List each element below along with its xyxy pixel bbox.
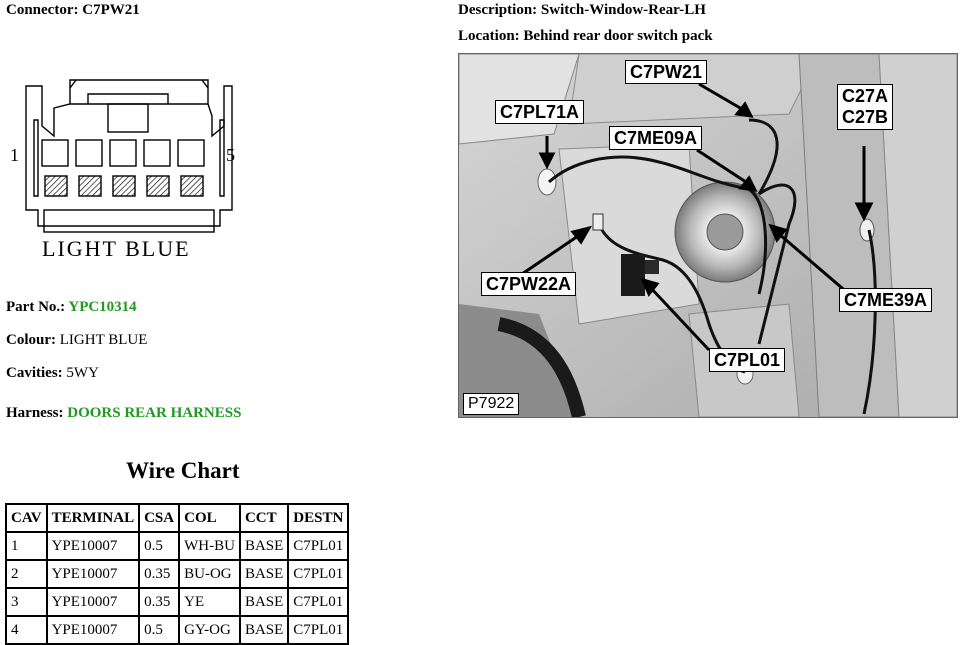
table-cell: BU-OG bbox=[178, 559, 241, 589]
table-cell: YPE10007 bbox=[45, 615, 141, 645]
harness-label: Harness: bbox=[6, 405, 64, 421]
description-value: Switch-Window-Rear-LH bbox=[540, 2, 706, 18]
callout-c27b: C27B bbox=[842, 107, 889, 127]
table-cell: YPE10007 bbox=[45, 559, 141, 589]
table-cell: GY-OG bbox=[178, 615, 241, 645]
cavity-4 bbox=[143, 139, 171, 167]
cavities-value: 5WY bbox=[66, 365, 99, 381]
table-cell: C7PL01 bbox=[287, 559, 350, 589]
location-photo: C7PW21 C7PL71A C7ME09A C27A C27B C7PW22A… bbox=[458, 53, 958, 418]
cavity-1 bbox=[41, 139, 69, 167]
photo-id-label: P7922 bbox=[463, 393, 520, 415]
location-heading: Location: Behind rear door switch pack bbox=[458, 28, 713, 45]
column-header-terminal: TERMINAL bbox=[45, 503, 141, 533]
cavity-3 bbox=[109, 139, 137, 167]
description-heading: Description: Switch-Window-Rear-LH bbox=[458, 2, 706, 19]
part-no-row: Part No.: YPC10314 bbox=[6, 299, 137, 316]
terminal-row-lower bbox=[44, 175, 204, 197]
table-cell: 0.5 bbox=[138, 615, 181, 645]
table-cell: BASE bbox=[238, 587, 290, 617]
table-cell: C7PL01 bbox=[287, 615, 350, 645]
table-cell: BASE bbox=[238, 559, 290, 589]
callout-c7me09a: C7ME09A bbox=[609, 126, 703, 150]
part-no-label: Part No.: bbox=[6, 299, 66, 315]
cavities-row: Cavities: 5WY bbox=[6, 365, 99, 382]
table-cell: 2 bbox=[5, 559, 48, 589]
pin-1-label: 1 bbox=[10, 145, 19, 165]
callout-c7pl01: C7PL01 bbox=[709, 348, 786, 372]
location-value: Behind rear door switch pack bbox=[523, 28, 713, 44]
table-cell: YE bbox=[178, 587, 241, 617]
description-label: Description: bbox=[458, 2, 538, 18]
cavity-5 bbox=[177, 139, 205, 167]
connector-label: Connector: bbox=[6, 2, 79, 18]
table-cell: C7PL01 bbox=[287, 587, 350, 617]
column-header-cct: CCT bbox=[238, 503, 290, 533]
connector-heading: Connector: C7PW21 bbox=[6, 2, 140, 19]
column-header-csa: CSA bbox=[138, 503, 181, 533]
column-header-col: COL bbox=[178, 503, 241, 533]
callout-c7pl71a: C7PL71A bbox=[495, 100, 585, 124]
column-header-destn: DESTN bbox=[287, 503, 350, 533]
colour-label: Colour: bbox=[6, 332, 56, 348]
table-cell: C7PL01 bbox=[287, 531, 350, 561]
table-cell: 0.5 bbox=[138, 531, 181, 561]
column-header-cav: CAV bbox=[5, 503, 48, 533]
table-cell: BASE bbox=[238, 531, 290, 561]
connector-face-diagram: 1 5 LIGHT BLUE bbox=[10, 79, 235, 261]
part-no-link[interactable]: YPC10314 bbox=[68, 299, 137, 315]
connector-value: C7PW21 bbox=[82, 2, 140, 18]
wire-chart-title: Wire Chart bbox=[126, 458, 240, 483]
cavity-2 bbox=[75, 139, 103, 167]
callout-c7pw21: C7PW21 bbox=[625, 60, 708, 84]
terminal-row-upper bbox=[41, 139, 205, 167]
table-cell: YPE10007 bbox=[45, 531, 141, 561]
pin-5-label: 5 bbox=[226, 145, 235, 165]
callout-c7me39a: C7ME39A bbox=[839, 288, 933, 312]
table-cell: 0.35 bbox=[138, 559, 181, 589]
cavities-label: Cavities: bbox=[6, 365, 63, 381]
location-label: Location: bbox=[458, 28, 520, 44]
callout-c7pw22a: C7PW22A bbox=[481, 272, 577, 296]
harness-link[interactable]: DOORS REAR HARNESS bbox=[67, 405, 242, 421]
colour-value: LIGHT BLUE bbox=[59, 332, 148, 348]
callout-c27a-c27b: C27A C27B bbox=[837, 84, 894, 130]
table-cell: 0.35 bbox=[138, 587, 181, 617]
callout-c27a: C27A bbox=[842, 86, 889, 106]
table-cell: 1 bbox=[5, 531, 48, 561]
table-cell: YPE10007 bbox=[45, 587, 141, 617]
colour-row: Colour: LIGHT BLUE bbox=[6, 332, 147, 349]
harness-row: Harness: DOORS REAR HARNESS bbox=[6, 405, 241, 422]
table-cell: 4 bbox=[5, 615, 48, 645]
colour-caption: LIGHT BLUE bbox=[42, 236, 191, 261]
table-cell: WH-BU bbox=[178, 531, 241, 561]
table-cell: BASE bbox=[238, 615, 290, 645]
table-cell: 3 bbox=[5, 587, 48, 617]
